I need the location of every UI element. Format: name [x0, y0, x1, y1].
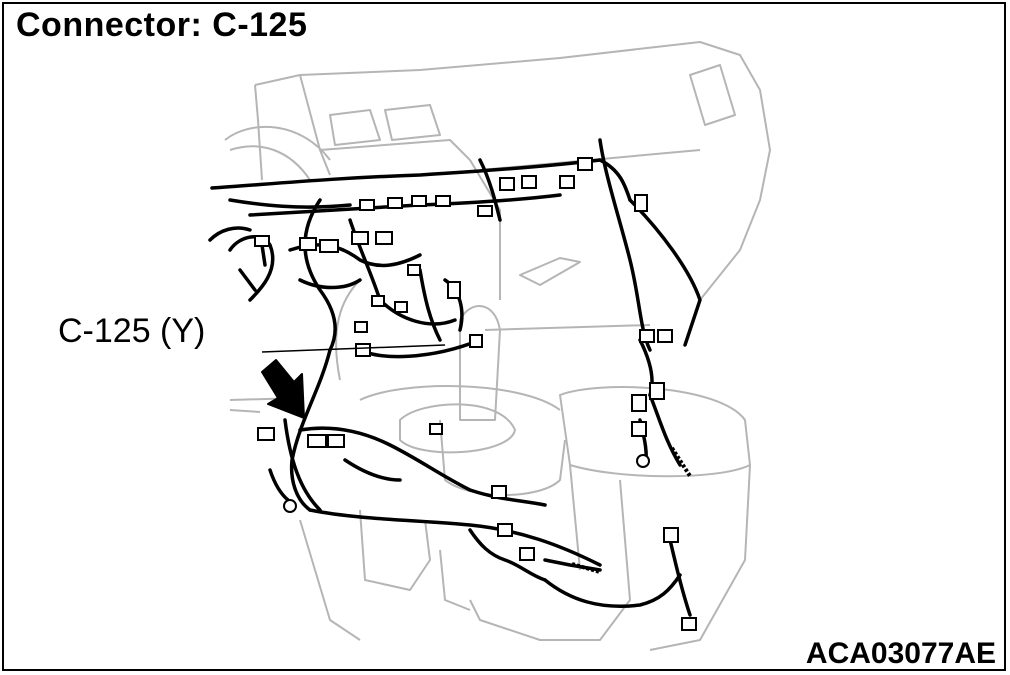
leader-line [261, 344, 446, 353]
harness-ends [571, 446, 692, 574]
wiring-harness [208, 138, 702, 617]
page-title: Connector: C-125 [16, 6, 308, 44]
dashboard-outline [224, 41, 771, 651]
figure-id: ACA03077AE [805, 637, 996, 670]
callout-pointer [261, 344, 446, 419]
connectors [254, 157, 697, 631]
connector-callout-label: C-125 (Y) [58, 312, 206, 350]
arrow-icon [261, 359, 305, 419]
